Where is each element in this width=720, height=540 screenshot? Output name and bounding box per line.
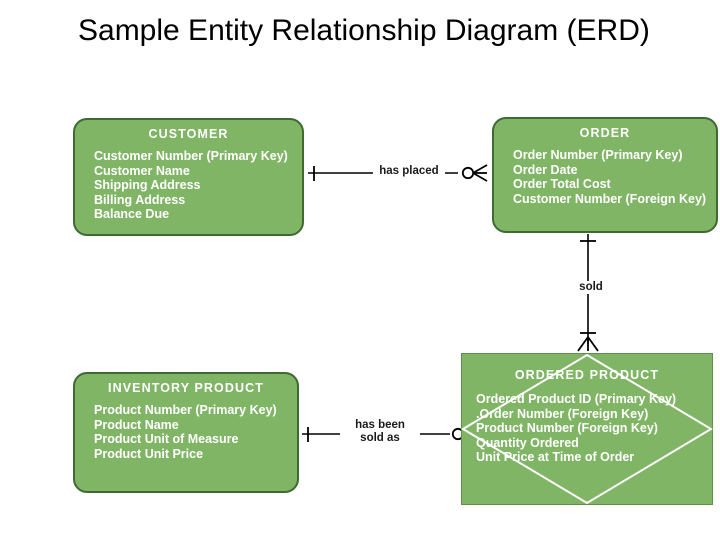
- attribute-row: Order Number (Primary Key): [513, 148, 683, 162]
- attribute-row: Order Total Cost: [513, 177, 611, 192]
- entity-order-attributes: Order Number (Primary Key) Order Date Or…: [494, 148, 716, 206]
- entity-customer[interactable]: CUSTOMER Customer Number (Primary Key) C…: [73, 118, 304, 236]
- entity-customer-attributes: Customer Number (Primary Key) Customer N…: [75, 149, 302, 222]
- attribute-row: Shipping Address: [94, 178, 201, 193]
- entity-customer-title: CUSTOMER: [148, 127, 229, 141]
- attribute-row: .Order Number (Foreign Key): [476, 406, 649, 421]
- attribute-row: Product Number (Foreign Key): [476, 421, 658, 436]
- attribute-row: Balance Due: [94, 207, 170, 222]
- attribute-row: Customer Number (Primary Key): [94, 149, 288, 163]
- entity-order[interactable]: ORDER Order Number (Primary Key) Order D…: [492, 117, 718, 233]
- entity-order-title: ORDER: [579, 126, 631, 140]
- attribute-row: Product Name: [94, 417, 179, 432]
- attribute-row: Product Number (Primary Key): [94, 403, 277, 417]
- attribute-row: Order Date: [513, 162, 578, 177]
- entity-inventory-product[interactable]: INVENTORY PRODUCT Product Number (Primar…: [73, 372, 299, 493]
- entity-inventory-product-attributes: Product Number (Primary Key) Product Nam…: [75, 403, 297, 461]
- relationship-label-has-been-sold-as: has been sold as: [340, 419, 420, 445]
- attribute-row: Product Unit of Measure: [94, 432, 239, 447]
- entity-ordered-product-title: ORDERED PRODUCT: [514, 368, 660, 382]
- attribute-row: Ordered Product ID (Primary Key): [476, 392, 677, 406]
- attribute-row: Billing Address: [94, 192, 186, 207]
- attribute-row: Quantity Ordered: [476, 435, 579, 450]
- entity-ordered-product-attributes: Ordered Product ID (Primary Key) .Order …: [462, 392, 712, 465]
- entity-ordered-product[interactable]: ORDERED PRODUCT Ordered Product ID (Prim…: [461, 353, 713, 505]
- relationship-label-has-placed: has placed: [373, 165, 445, 178]
- attribute-row: Unit Price at Time of Order: [476, 450, 635, 465]
- attribute-row: Customer Name: [94, 163, 190, 178]
- entity-inventory-product-title: INVENTORY PRODUCT: [108, 381, 264, 395]
- attribute-row: Customer Number (Foreign Key): [513, 191, 707, 206]
- attribute-row: Product Unit Price: [94, 446, 204, 461]
- page-title: Sample Entity Relationship Diagram (ERD): [78, 14, 650, 47]
- relationship-label-sold: sold: [573, 281, 609, 294]
